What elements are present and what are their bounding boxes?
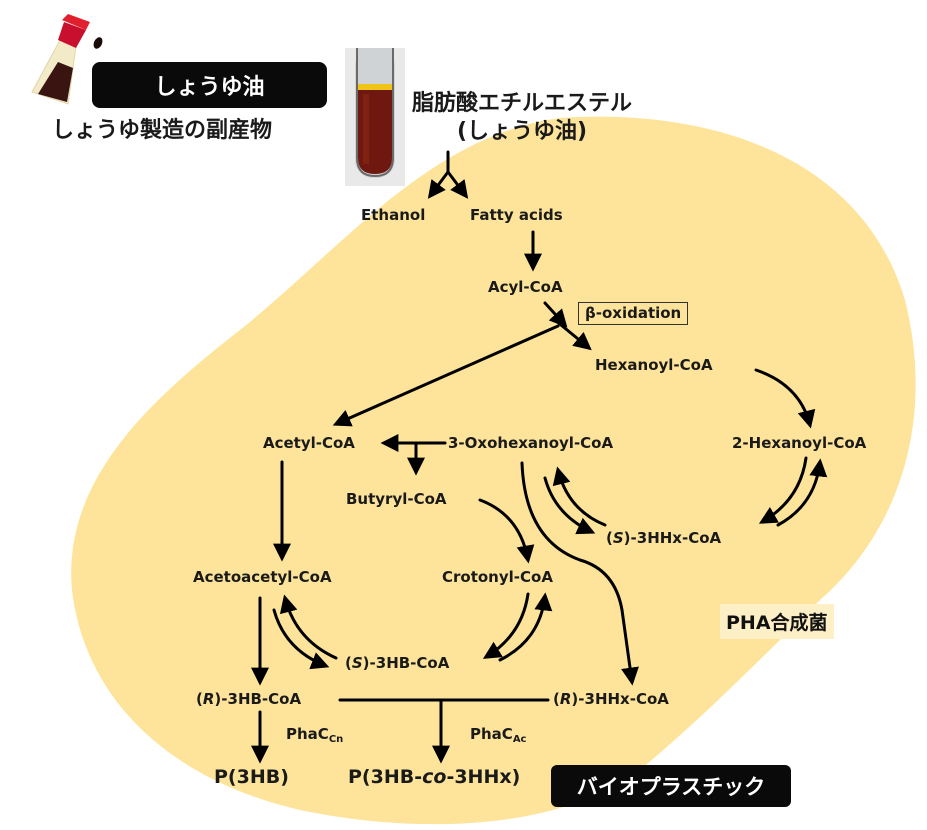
node-crotonyl-coa: Crotonyl-CoA bbox=[442, 568, 553, 586]
phac-ac-sub: Ac bbox=[512, 734, 527, 745]
arrow-oxohexanoyl-to-r3hhx bbox=[520, 461, 639, 686]
node-fatty-acids: Fatty acids bbox=[470, 206, 563, 224]
arrow-2-hexenoyl-to-s3hhx bbox=[758, 456, 808, 524]
arrow-acetoacetyl-to-s3hb bbox=[272, 608, 330, 670]
node-2-hexenoyl-coa: 2-Hexanoyl-CoA bbox=[732, 434, 867, 452]
s3hhx-rest: )-3HHx-CoA bbox=[623, 529, 722, 547]
product-badge: バイオプラスチック bbox=[551, 765, 791, 807]
arrow-s3hb-to-acetoacetyl bbox=[279, 594, 338, 660]
r3hb-rest: )-3HB-CoA bbox=[214, 690, 302, 708]
node-r-3hhx-coa: (R)-3HHx-CoA bbox=[553, 692, 669, 707]
r3hb-paren: ( bbox=[196, 690, 203, 708]
arrow-oxohexanoyl-to-s3hhx bbox=[543, 476, 596, 535]
product-badge-text: バイオプラスチック bbox=[576, 775, 766, 799]
arrow-to-fatty-acids bbox=[446, 170, 469, 199]
r3hhx-paren: ( bbox=[553, 690, 560, 708]
organism-label: PHA合成菌 bbox=[720, 604, 834, 639]
arrow-s3hb-to-crotonyl bbox=[498, 592, 553, 662]
node-s-3hb-coa: (S)-3HB-CoA bbox=[345, 656, 449, 671]
arrow-acyl-coa-beta bbox=[543, 301, 568, 328]
s3hb-paren: ( bbox=[345, 654, 352, 672]
copolymer-suffix: -3HHx) bbox=[446, 766, 521, 788]
arrow-s3hhx-to-2-hexenoyl bbox=[776, 458, 828, 527]
arrow-to-ethanol bbox=[427, 170, 450, 199]
arrow-s3hhx-to-oxohexanoyl bbox=[552, 466, 607, 527]
s3hb-rest: )-3HB-CoA bbox=[362, 654, 450, 672]
pha-bacterium-cell bbox=[71, 116, 916, 825]
node-hexanoyl-coa: Hexanoyl-CoA bbox=[595, 356, 713, 374]
arrow-butyryl-to-crotonyl bbox=[478, 498, 535, 564]
node-r-3hb-coa: (R)-3HB-CoA bbox=[196, 692, 301, 707]
arrow-hexanoyl-to-2-hexenoyl bbox=[754, 368, 816, 429]
r3hhx-rest: )-3HHx-CoA bbox=[571, 690, 669, 708]
arrow-to-acetyl-coa bbox=[332, 324, 560, 427]
source-badge-text: しょうゆ油 bbox=[154, 75, 265, 100]
node-acetyl-coa: Acetyl-CoA bbox=[263, 434, 355, 452]
node-ethanol: Ethanol bbox=[361, 206, 426, 224]
s3hb-stereo: S bbox=[351, 654, 363, 672]
soy-sauce-bottle-icon bbox=[31, 14, 103, 105]
arrow-to-hexanoyl-coa bbox=[553, 318, 592, 351]
enzyme-phac-cn: PhaCCn bbox=[286, 727, 343, 745]
feedstock-title: 脂肪酸エチルエステル (しょうゆ油) bbox=[412, 90, 632, 145]
s3hhx-stereo: S bbox=[612, 529, 624, 547]
r3hhx-stereo: R bbox=[559, 690, 572, 708]
phac-cn-sub: Cn bbox=[328, 734, 344, 745]
arrow-crotonyl-to-s3hb bbox=[482, 592, 530, 659]
node-acyl-coa: Acyl-CoA bbox=[488, 278, 563, 296]
node-s-3hhx-coa: (S)-3HHx-CoA bbox=[606, 531, 721, 546]
phac-cn-main: PhaC bbox=[286, 725, 329, 743]
s3hhx-paren: ( bbox=[606, 529, 613, 547]
copolymer-prefix: P(3HB- bbox=[348, 766, 423, 788]
source-caption: しょうゆ製造の副産物 bbox=[52, 118, 273, 143]
feedstock-title-line2: (しょうゆ油) bbox=[456, 118, 588, 144]
node-butyryl-coa: Butyryl-CoA bbox=[346, 490, 447, 508]
enzyme-phac-ac: PhaCAc bbox=[470, 727, 526, 745]
copolymer-co: co bbox=[422, 766, 447, 788]
r3hb-stereo: R bbox=[202, 690, 215, 708]
feedstock-title-line1: 脂肪酸エチルエステル bbox=[412, 91, 633, 116]
product-copolymer: P(3HB-co-3HHx) bbox=[348, 768, 520, 787]
phac-ac-main: PhaC bbox=[470, 725, 513, 743]
node-acetoacetyl-coa: Acetoacetyl-CoA bbox=[193, 568, 332, 586]
product-p3hb: P(3HB) bbox=[214, 766, 289, 788]
source-badge: しょうゆ油 bbox=[92, 62, 327, 108]
node-3-oxohexanoyl-coa: 3-Oxohexanoyl-CoA bbox=[448, 434, 614, 452]
beta-oxidation-box: β-oxidation bbox=[578, 302, 689, 325]
test-tube-photo bbox=[345, 48, 405, 186]
